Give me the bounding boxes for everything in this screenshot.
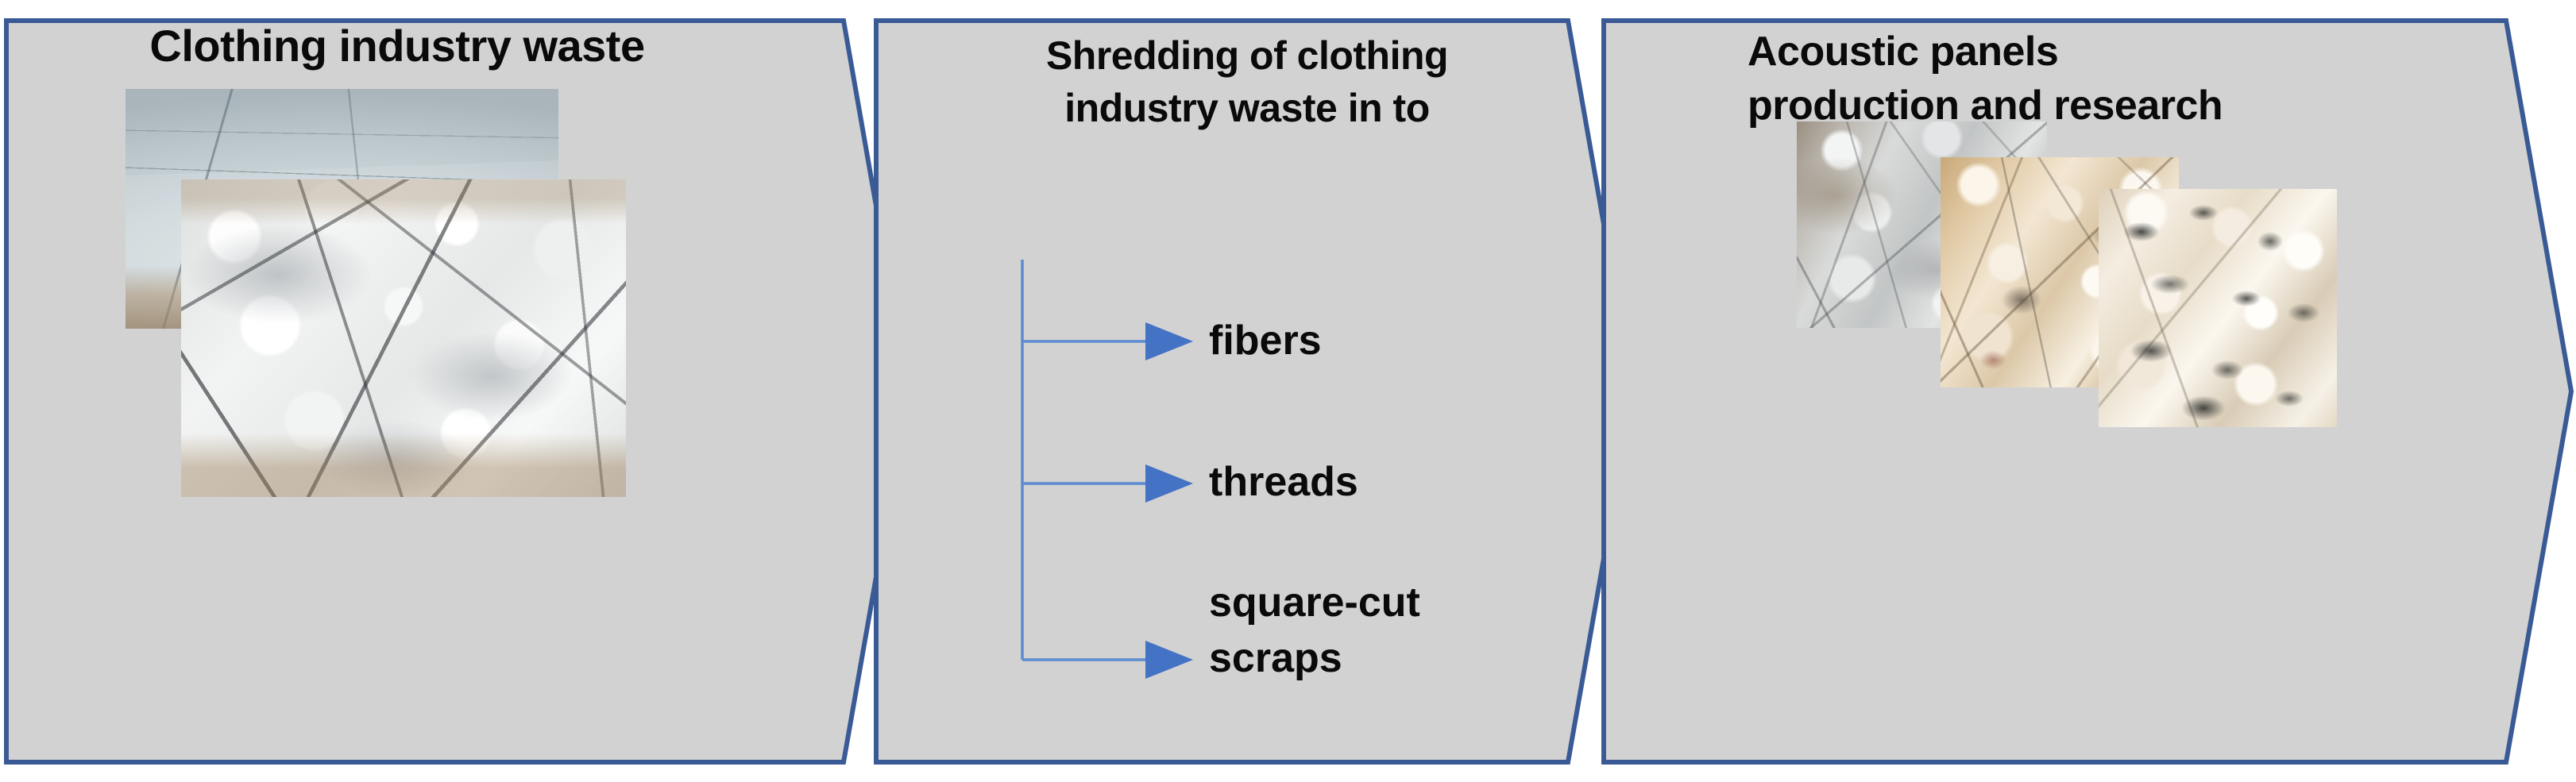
stage-1-title: Clothing industry waste (149, 21, 645, 71)
stage-2-title-line-1: Shredding of clothing (1045, 33, 1449, 78)
fabric-scraps-photo (181, 179, 626, 497)
branch-label-square-cut: square-cut (1209, 580, 1420, 626)
stage-3-title-line-2: production and research (1748, 83, 2223, 129)
stage-2-chevron-shape (874, 18, 1636, 765)
stage-3-title-line-1: Acoustic panels (1748, 29, 2059, 75)
branch-label-threads: threads (1209, 459, 1358, 505)
stage-2-chevron[interactable] (874, 11, 1636, 772)
stage-2-title-line-2: industry waste in to (1064, 86, 1430, 130)
flecked-panel-photo (2099, 189, 2337, 427)
branch-label-scraps: scraps (1209, 635, 1342, 681)
branch-label-fibers: fibers (1209, 318, 1322, 364)
